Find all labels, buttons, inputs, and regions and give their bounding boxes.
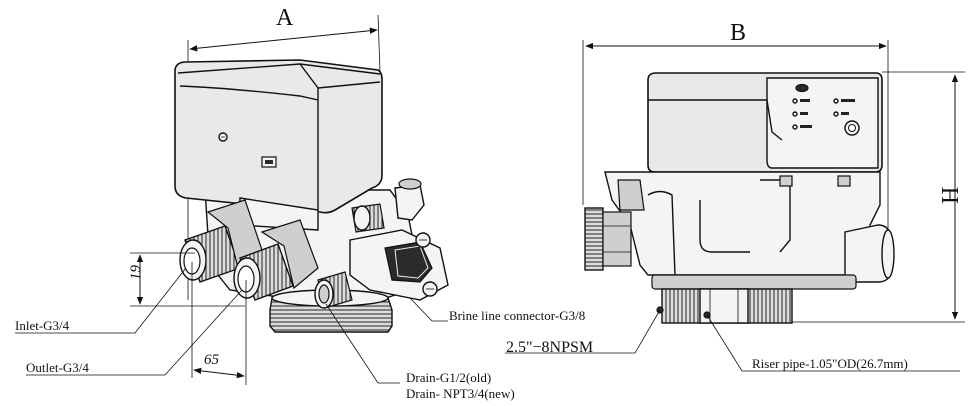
side-valve-body bbox=[604, 171, 881, 276]
dim-19-label: 19 bbox=[128, 265, 144, 281]
display-window-mark bbox=[265, 160, 273, 164]
brine-fitting-cap bbox=[398, 178, 422, 190]
dim-65-label: 65 bbox=[204, 352, 220, 368]
outlet-label: Outlet-G3/4 bbox=[26, 360, 89, 375]
riser-label: Riser pipe-1.05"OD(26.7mm) bbox=[752, 356, 908, 371]
outlet-hex-nut bbox=[260, 219, 319, 290]
inlet-leader bbox=[15, 267, 187, 334]
brine-label: Brine line connector-G3/8 bbox=[449, 308, 585, 323]
panel-text-5 bbox=[841, 112, 849, 115]
side-inner-pipe-2 bbox=[699, 200, 750, 253]
riser-leader bbox=[706, 314, 960, 372]
panel-led-1 bbox=[792, 98, 798, 104]
control-head-side-edge bbox=[317, 81, 381, 89]
control-head-housing bbox=[174, 59, 383, 214]
panel-text-4 bbox=[841, 99, 855, 102]
panel-text-1 bbox=[800, 99, 810, 102]
bottom-thread-ring bbox=[269, 297, 393, 333]
side-right-elbow-mouth bbox=[881, 229, 895, 279]
outlet-leader bbox=[26, 289, 243, 376]
control-head-skirt bbox=[179, 85, 319, 101]
side-left-upper-port bbox=[617, 179, 645, 211]
panel-led-2 bbox=[792, 111, 798, 117]
side-bolt-2 bbox=[837, 175, 851, 187]
drain-old-label: Drain-G1/2(old) bbox=[406, 370, 491, 385]
side-left-nut bbox=[602, 211, 632, 267]
side-base-plate bbox=[651, 274, 857, 290]
dim-a-label: A bbox=[276, 5, 294, 31]
panel-button-center bbox=[848, 124, 856, 132]
side-left-thread bbox=[584, 207, 604, 271]
panel-logo-icon bbox=[795, 83, 809, 93]
panel-text-2 bbox=[800, 112, 808, 115]
dim-a-line bbox=[189, 27, 378, 52]
panel-led-4 bbox=[833, 98, 839, 104]
control-panel bbox=[766, 77, 879, 169]
dim-a-extension-right bbox=[377, 14, 381, 73]
panel-text-3 bbox=[800, 125, 812, 128]
inlet-label: Inlet-G3/4 bbox=[15, 318, 70, 333]
left-view bbox=[15, 14, 449, 385]
dim-b-label: B bbox=[730, 20, 746, 46]
right-view bbox=[505, 40, 965, 372]
brine-leader bbox=[409, 297, 448, 322]
dim-h-label: H bbox=[938, 187, 964, 204]
drain-control-knob bbox=[384, 241, 433, 283]
brine-fitting-upper bbox=[394, 184, 425, 221]
dim-65-line bbox=[193, 367, 245, 379]
thread-label: 2.5"−8NPSM bbox=[506, 339, 593, 356]
panel-led-5 bbox=[833, 111, 839, 117]
knob-icon bbox=[394, 245, 429, 279]
control-panel-bevel bbox=[766, 99, 783, 141]
panel-led-3 bbox=[792, 124, 798, 130]
brine-side-port bbox=[353, 205, 371, 231]
drain-new-label: Drain- NPT3/4(new) bbox=[406, 386, 515, 401]
side-bolt-1 bbox=[779, 175, 793, 187]
drain-port-bore bbox=[318, 284, 330, 304]
side-inner-pipe-1 bbox=[647, 190, 676, 276]
side-inner-pipe-3 bbox=[760, 179, 791, 253]
thread-leader bbox=[505, 309, 661, 354]
drain-leader bbox=[325, 303, 400, 384]
